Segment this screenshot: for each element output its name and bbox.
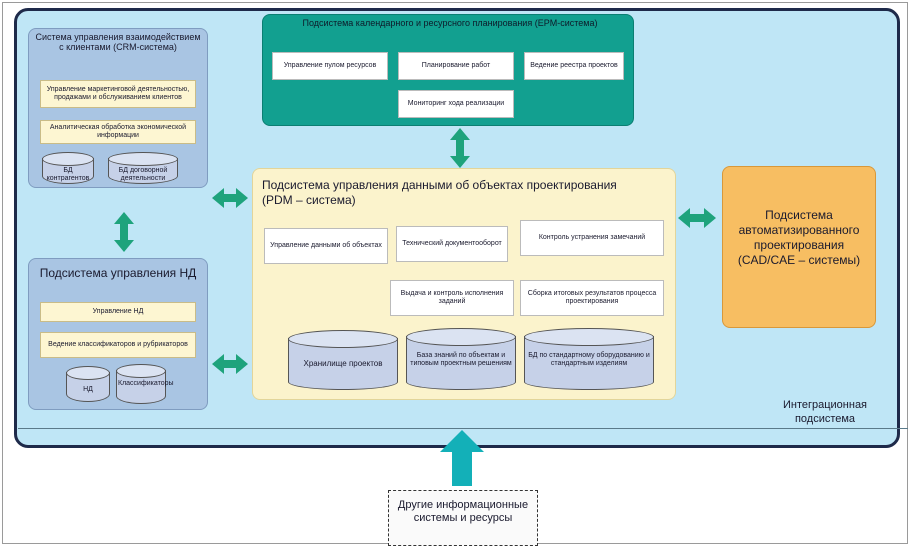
- epm-item-registry: Ведение реестра проектов: [524, 52, 624, 80]
- crm-title: Система управления взаимодействием с кли…: [35, 32, 201, 52]
- pdm-db-storage: Хранилище проектов: [288, 330, 398, 390]
- crm-db-contractors: БД контрагентов: [42, 152, 94, 184]
- arrow-pdm-cad: [678, 208, 716, 228]
- nd-db-classifiers-label: Классификаторы: [118, 380, 174, 387]
- cad-title: Подсистема автоматизированного проектиро…: [737, 208, 861, 267]
- nd-item-classifiers: Ведение классификаторов и рубрикаторов: [40, 332, 196, 358]
- external-systems-label: Другие информационные системы и ресурсы: [397, 499, 529, 524]
- pdm-db-equipment: БД по стандартному оборудованию и станда…: [524, 328, 654, 390]
- crm-db-contracts: БД договорной деятельности: [108, 152, 178, 184]
- nd-db-nd-label: НД: [83, 386, 93, 393]
- external-systems: Другие информационные системы и ресурсы: [388, 490, 538, 546]
- nd-db-nd: НД: [66, 366, 110, 402]
- nd-item-manage: Управление НД: [40, 302, 196, 322]
- pdm-db-knowledge: База знаний по объектам и типовым проект…: [406, 328, 516, 390]
- crm-db-contracts-label: БД договорной деятельности: [118, 167, 168, 182]
- crm-item-analytics: Аналитическая обработка экономической ин…: [40, 120, 196, 144]
- epm-item-monitoring: Мониторинг хода реализации: [398, 90, 514, 118]
- pdm-item-docflow: Технический документооборот: [396, 226, 508, 262]
- integration-divider: [18, 428, 908, 429]
- crm-item-marketing: Управление маркетинговой деятельностью, …: [40, 80, 196, 108]
- pdm-item-tasks: Выдача и контроль исполнения заданий: [390, 280, 514, 316]
- pdm-item-assembly: Сборка итоговых результатов процесса про…: [520, 280, 664, 316]
- pdm-title: Подсистема управления данными об объекта…: [262, 178, 617, 207]
- pdm-item-remarks: Контроль устранения замечаний: [520, 220, 664, 256]
- arrow-external-up: [440, 430, 484, 486]
- epm-item-pool: Управление пулом ресурсов: [272, 52, 388, 80]
- epm-item-planning: Планирование работ: [398, 52, 514, 80]
- arrow-nd-pdm: [212, 354, 248, 374]
- arrow-crm-nd: [114, 212, 134, 252]
- pdm-db-knowledge-label: База знаний по объектам и типовым проект…: [410, 352, 512, 367]
- pdm-db-equipment-label: БД по стандартному оборудованию и станда…: [528, 352, 650, 367]
- pdm-item-objects: Управление данными об объектах: [264, 228, 388, 264]
- nd-db-classifiers: Классификаторы: [116, 364, 174, 404]
- arrow-crm-pdm: [212, 188, 248, 208]
- cad-group: [722, 166, 876, 328]
- pdm-db-storage-label: Хранилище проектов: [303, 359, 383, 368]
- arrow-epm-pdm: [450, 128, 470, 168]
- crm-db-contractors-label: БД контрагентов: [46, 167, 90, 182]
- nd-title: Подсистема управления НД: [39, 266, 197, 280]
- epm-title: Подсистема календарного и ресурсного пла…: [302, 18, 598, 28]
- integration-label: Интеграционная подсистема: [782, 399, 868, 425]
